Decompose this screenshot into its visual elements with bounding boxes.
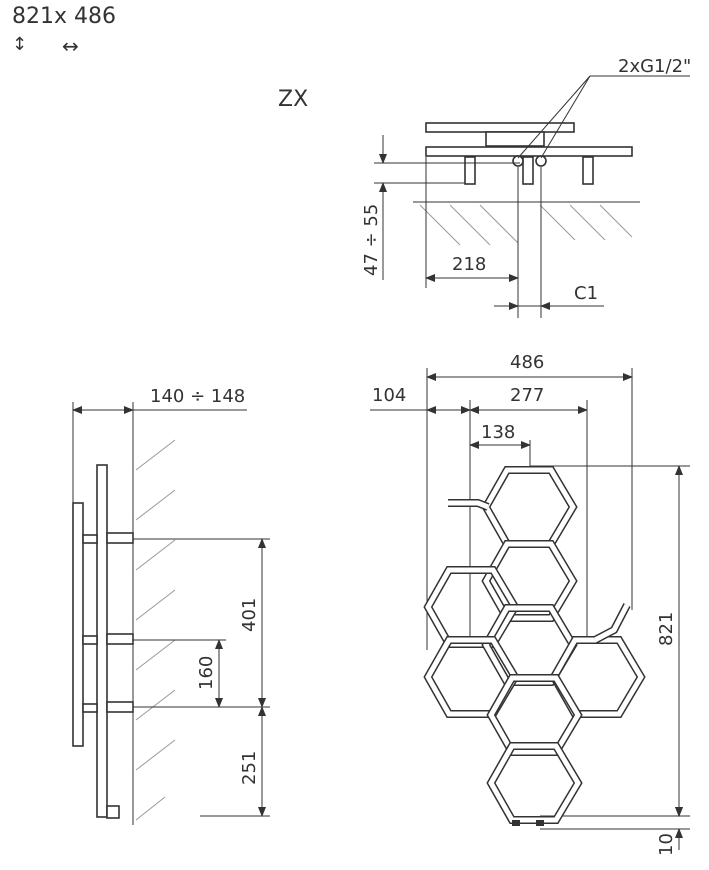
hex-cell: [481, 540, 578, 622]
wall-hatch-top: [419, 204, 633, 246]
left-offset-label: 104: [372, 385, 406, 406]
wall-hatch-side: [135, 439, 176, 821]
bracket-middle: [106, 633, 134, 645]
offset-label: 218: [452, 254, 486, 275]
model-label: ZX: [278, 87, 308, 112]
width-138-label: 138: [481, 422, 515, 443]
connection-label: 2xG1/2": [618, 56, 691, 77]
front-view: 486 104 277 138 821 10: [370, 352, 690, 856]
mid-bracket: [522, 156, 534, 185]
floor-gap-label: 10: [656, 833, 677, 856]
bracket-bottom: [106, 701, 134, 713]
rear-panel-profile: [96, 464, 108, 818]
depth-label: 140 ÷ 148: [150, 386, 245, 407]
side-view: 140 ÷ 148 401 160: [72, 386, 270, 825]
total-height-label: 821: [656, 612, 677, 646]
bottom-height-label: 251: [239, 751, 260, 785]
foot-left: [512, 820, 520, 826]
spacing-label: C1: [574, 283, 598, 304]
bracket-gap-label: 160: [196, 656, 217, 690]
top-view: ZX 2xG1/2" 47 ÷ 55: [278, 56, 691, 318]
wall-distance-label: 47 ÷ 55: [361, 204, 382, 276]
foot-profile: [106, 805, 120, 819]
lower-bar: [425, 146, 633, 157]
foot-right: [536, 820, 544, 826]
right-bracket: [582, 156, 594, 185]
hex-cell: [486, 674, 583, 756]
top-connector-block: [485, 131, 545, 147]
bracket-span-label: 401: [239, 598, 260, 632]
top-bar: [425, 122, 575, 133]
size-label: 821x 486: [12, 4, 116, 29]
left-bracket: [464, 156, 476, 185]
width-277-label: 277: [510, 385, 544, 406]
height-arrow-icon: ↕: [12, 34, 28, 55]
width-arrow-icon: ↔: [62, 34, 79, 58]
hex-cell: [486, 742, 583, 824]
bracket-top: [106, 532, 134, 544]
pipe-right: [535, 155, 547, 167]
front-panel-profile: [72, 502, 84, 747]
hex-cell: [481, 466, 578, 548]
total-width-label: 486: [510, 352, 544, 373]
honeycomb-radiator: [423, 466, 646, 826]
